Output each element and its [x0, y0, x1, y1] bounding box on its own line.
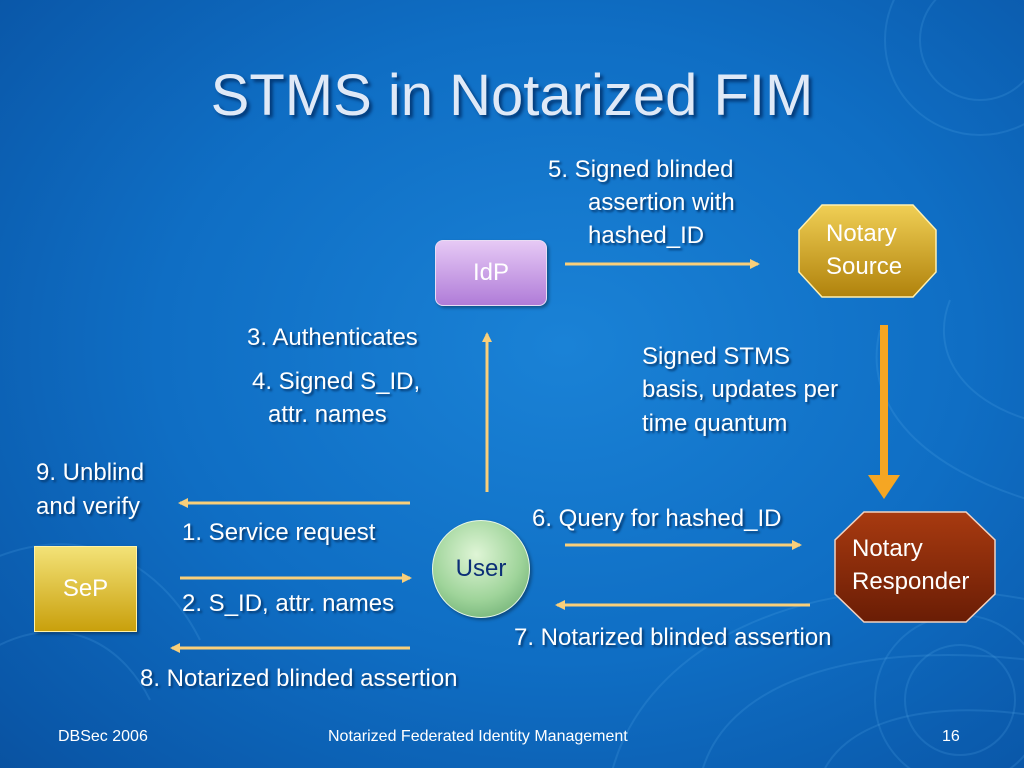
idp-node: IdP: [435, 240, 547, 306]
step-8-label: 8. Notarized blinded assertion: [140, 665, 458, 692]
notary-responder-label-2: Responder: [852, 568, 970, 595]
step-7-label: 7. Notarized blinded assertion: [514, 624, 832, 651]
notary-responder-label-1: Notary: [852, 535, 923, 562]
slide-title: STMS in Notarized FIM: [210, 63, 814, 128]
notary-source-label-2: Source: [826, 253, 903, 280]
step-4-line-2: attr. names: [268, 401, 387, 428]
step-9-line-2: and verify: [36, 493, 141, 520]
step-9-line-1: 9. Unblind: [36, 459, 145, 486]
sep-label: SeP: [62, 575, 109, 602]
footer-page-number: 16: [942, 728, 960, 745]
step-4-line-1: 4. Signed S_ID,: [252, 368, 421, 395]
footer-center: Notarized Federated Identity Management: [328, 728, 628, 745]
stms-line-2: basis, updates per: [642, 376, 839, 403]
step-5-line-1: 5. Signed blinded: [548, 156, 734, 183]
notary-source-label-1: Notary: [826, 220, 897, 247]
stms-line-3: time quantum: [642, 410, 788, 437]
user-label: User: [455, 555, 507, 582]
step-5-line-2: assertion with: [588, 189, 735, 216]
stms-line-1: Signed STMS: [642, 343, 791, 370]
step-2-label: 2. S_ID, attr. names: [182, 590, 395, 617]
step-1-label: 1. Service request: [182, 519, 376, 546]
footer-left: DBSec 2006: [58, 728, 148, 745]
sep-node: SeP: [34, 546, 137, 632]
step-3-label: 3. Authenticates: [247, 324, 418, 351]
idp-label: IdP: [472, 259, 510, 286]
user-node: User: [432, 520, 530, 618]
step-6-label: 6. Query for hashed_ID: [532, 505, 782, 532]
step-5-line-3: hashed_ID: [588, 222, 705, 249]
